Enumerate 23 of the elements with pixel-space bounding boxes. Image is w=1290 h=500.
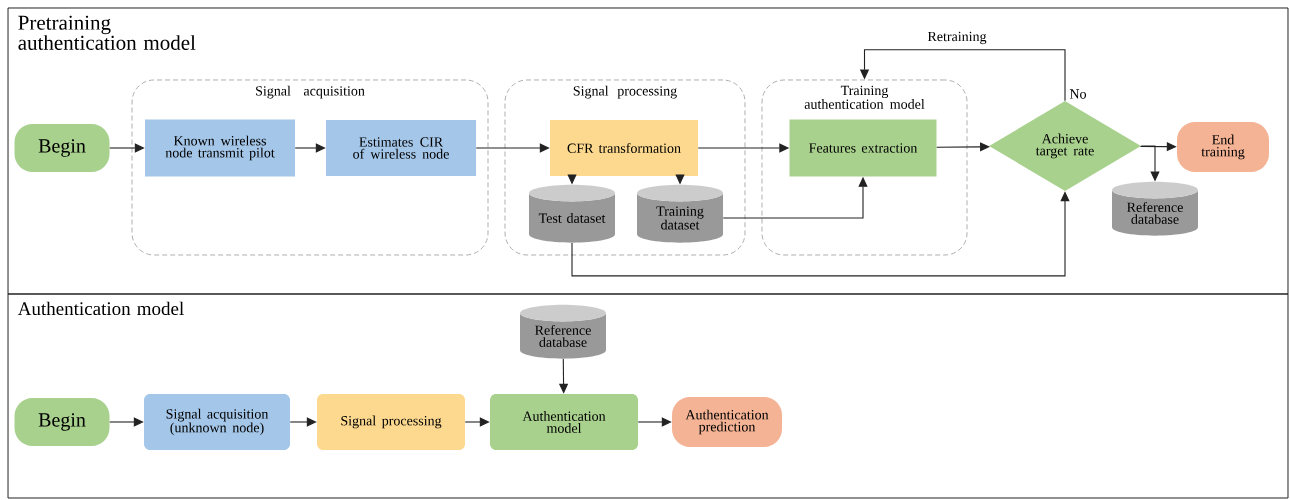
process-box: CFR transformation	[550, 120, 698, 176]
terminal-box: Begin	[14, 398, 110, 446]
arrow	[109, 143, 145, 153]
database-cylinder: Training dataset	[637, 184, 723, 243]
edge-label: Retraining	[926, 30, 988, 46]
process-box: Authentication model	[490, 394, 638, 450]
arrow	[464, 417, 490, 427]
arrow	[289, 417, 317, 427]
terminal-box: Begin	[14, 124, 110, 172]
terminal-box: End training	[1177, 122, 1269, 172]
arrow	[109, 417, 144, 427]
arrow	[936, 142, 990, 152]
branch-label: No	[1069, 89, 1086, 99]
process-box: Estimates CIR of wireless node	[326, 120, 476, 176]
terminal-box: Authentication prediction	[672, 397, 782, 447]
database-cylinder: Test dataset	[529, 184, 615, 243]
process-box: Known wireless node transmit pilot	[145, 119, 295, 177]
process-box: Features extraction	[789, 119, 937, 177]
database-cylinder: Reference database	[520, 304, 606, 359]
process-box: Signal acquisition (unknown node)	[144, 394, 290, 450]
arrow	[294, 143, 326, 153]
database-cylinder: Reference database	[1112, 181, 1198, 236]
process-box: Signal processing	[317, 394, 465, 450]
